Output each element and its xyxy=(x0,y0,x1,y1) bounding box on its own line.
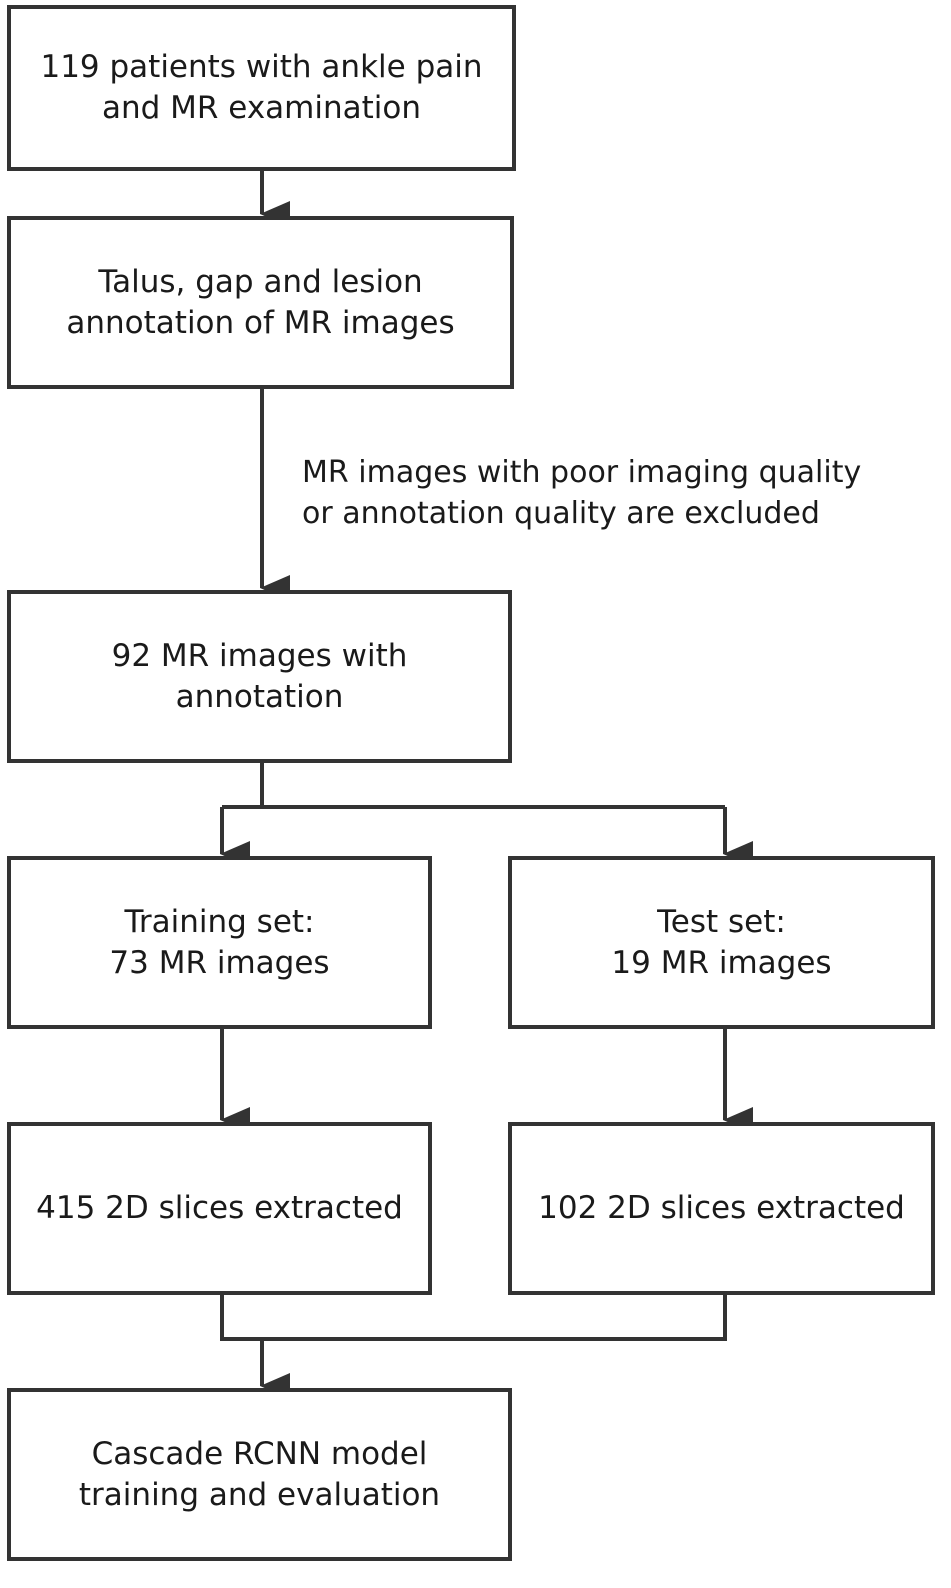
exclusion-note-line-2: or annotation quality are excluded xyxy=(302,496,820,531)
node-test-set-line-2: 19 MR images xyxy=(611,944,832,981)
node-annotation: Talus, gap and lesion annotation of MR i… xyxy=(7,216,514,389)
node-training-set-line-2: 73 MR images xyxy=(109,944,330,981)
exclusion-note: MR images with poor imaging quality or a… xyxy=(302,452,861,534)
node-training-set-line-1: Training set: xyxy=(124,903,315,940)
node-test-slices: 102 2D slices extracted xyxy=(508,1122,935,1295)
node-test-set: Test set: 19 MR images xyxy=(508,856,935,1029)
node-annotation-line-2: annotation of MR images xyxy=(66,304,455,341)
split-connector xyxy=(222,763,725,809)
node-model: Cascade RCNN model training and evaluati… xyxy=(7,1388,512,1561)
merge-connector xyxy=(220,1295,727,1341)
node-patients: 119 patients with ankle pain and MR exam… xyxy=(7,5,516,171)
exclusion-note-line-1: MR images with poor imaging quality xyxy=(302,455,862,490)
node-model-line-2: training and evaluation xyxy=(78,1476,441,1513)
node-annotated-images: 92 MR images with annotation xyxy=(7,590,512,763)
node-training-slices: 415 2D slices extracted xyxy=(7,1122,432,1295)
node-annotated-images-line-1: 92 MR images with xyxy=(111,637,408,674)
node-model-line-1: Cascade RCNN model xyxy=(91,1435,428,1472)
node-test-set-line-1: Test set: xyxy=(657,903,786,940)
node-patients-line-1: 119 patients with ankle pain xyxy=(40,49,483,85)
node-training-slices-line-1: 415 2D slices extracted xyxy=(36,1190,403,1226)
node-annotation-line-1: Talus, gap and lesion xyxy=(98,263,423,300)
node-patients-line-2: and MR examination xyxy=(101,90,422,126)
node-annotated-images-line-2: annotation xyxy=(175,678,344,715)
node-training-set: Training set: 73 MR images xyxy=(7,856,432,1029)
node-test-slices-line-1: 102 2D slices extracted xyxy=(538,1190,905,1226)
